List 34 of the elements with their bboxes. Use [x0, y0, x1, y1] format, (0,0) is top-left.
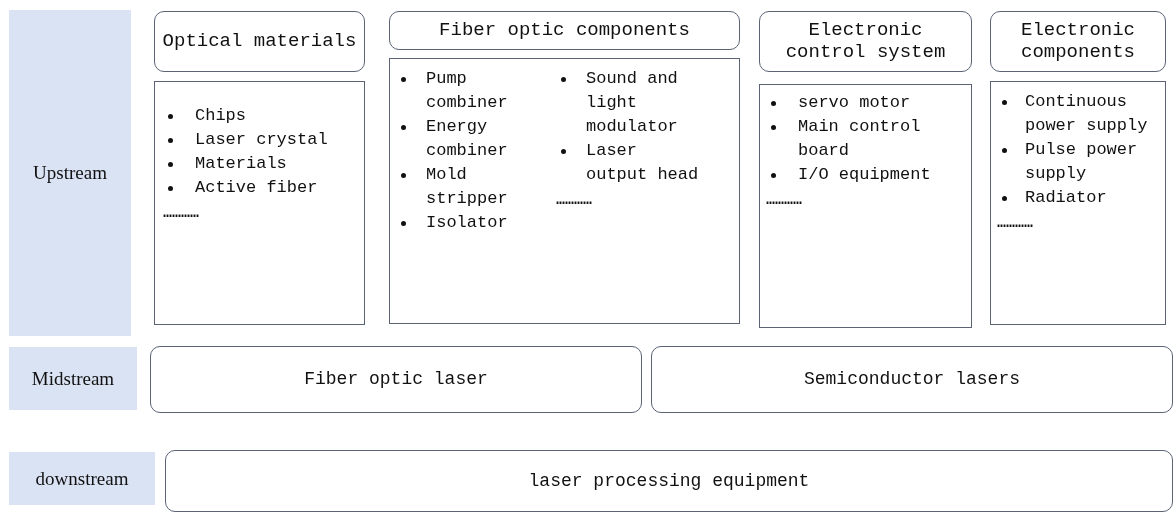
list-item-text: Active fiber: [195, 177, 318, 199]
list-box: [154, 81, 365, 325]
category-box: Electronic components: [990, 11, 1166, 72]
stage-label: downstream: [9, 452, 155, 505]
category-box: Optical materials: [154, 11, 365, 72]
list-item-text: Energy combiner: [426, 116, 509, 162]
list-item-text: Chips: [195, 105, 246, 127]
list-item-text: Pump combiner: [426, 68, 509, 114]
list-item-text: Pulse power supply: [1025, 139, 1139, 185]
category-box: laser processing equipment: [165, 450, 1173, 512]
ellipsis-text: …………: [766, 189, 804, 210]
list-item-text: Materials: [195, 153, 287, 175]
list-box: [759, 84, 972, 328]
category-box: Fiber optic laser: [150, 346, 642, 413]
category-box: Fiber optic components: [389, 11, 740, 50]
list-item-text: Isolator: [426, 212, 508, 234]
list-item-text: Sound and light modulator: [586, 68, 679, 138]
list-item-text: Mold stripper: [426, 164, 509, 210]
list-item-text: Radiator: [1025, 187, 1107, 209]
list-box: [990, 81, 1166, 325]
stage-label: Upstream: [9, 10, 131, 336]
list-box: [389, 58, 740, 324]
list-item-text: servo motor: [798, 92, 911, 114]
list-item-text: Continuous power supply: [1025, 91, 1149, 137]
list-item-text: Laser crystal: [195, 129, 328, 151]
category-box: Electronic control system: [759, 11, 972, 72]
list-item-text: Main control board: [798, 116, 922, 162]
list-item-text: I/O equipment: [798, 164, 931, 186]
ellipsis-text: …………: [163, 202, 201, 223]
stage-label: Midstream: [9, 347, 137, 410]
ellipsis-text: …………: [997, 212, 1035, 233]
list-item-text: Laser output head: [586, 140, 700, 186]
category-box: Semiconductor lasers: [651, 346, 1173, 413]
ellipsis-text: …………: [556, 189, 594, 210]
